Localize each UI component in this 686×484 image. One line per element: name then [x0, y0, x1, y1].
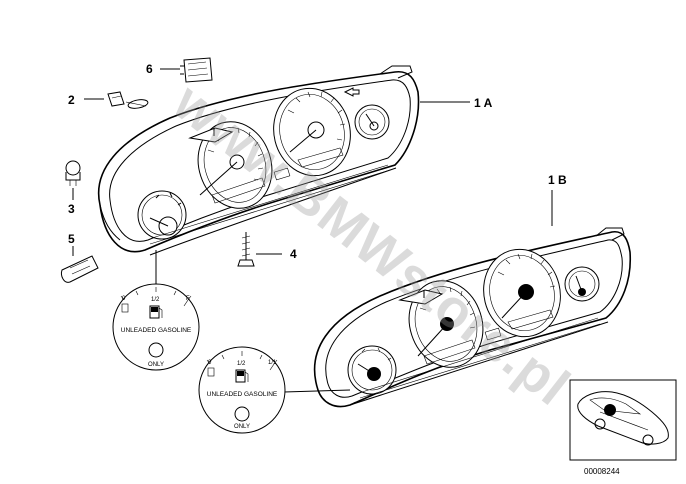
part-label-1b: 1 B [548, 173, 567, 187]
instrument-cluster-1a [97, 65, 420, 256]
callout-b-zero: 0 [208, 360, 212, 366]
callout-a-zero: 0 [122, 296, 126, 302]
callout-b-full: 1/1 [268, 360, 277, 366]
part-label-6: 6 [146, 62, 153, 76]
part-3-bulb-holder [65, 160, 81, 186]
callout-a-full: F [186, 296, 190, 302]
part-5-cover [61, 255, 99, 283]
callout-b-fuel-text: UNLEADED GASOLINE [207, 391, 278, 398]
part-label-2: 2 [68, 93, 75, 107]
fuel-gauge-callout-a [112, 250, 200, 371]
car-location-inset [569, 379, 677, 461]
diagram-reference-number: 00008244 [584, 467, 620, 476]
fuel-gauge-callout-b [198, 346, 351, 434]
part-label-3: 3 [68, 202, 75, 216]
callout-a-only: ONLY [148, 362, 164, 368]
callout-a-half: 1/2 [151, 297, 160, 303]
part-label-5: 5 [68, 232, 75, 246]
part-2-bulb-socket [107, 91, 149, 109]
part-label-1a: 1 A [474, 96, 493, 110]
callout-a-fuel-text: UNLEADED GASOLINE [121, 327, 192, 334]
part-4-screw [237, 232, 255, 267]
callout-b-half: 1/2 [237, 361, 246, 367]
instrument-cluster-1b [313, 227, 632, 408]
part-label-4: 4 [290, 247, 297, 261]
callout-b-only: ONLY [234, 424, 250, 430]
part-6-connector [180, 57, 213, 83]
